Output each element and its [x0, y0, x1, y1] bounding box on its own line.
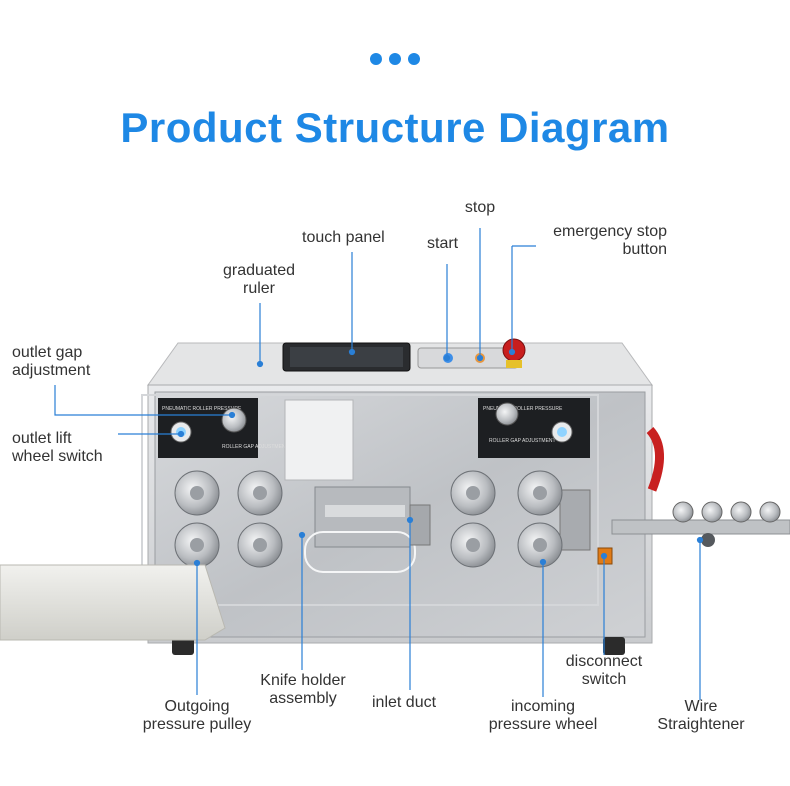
left-control-plate: PNEUMATIC ROLLER PRESSURE ROLLER GAP ADJ…	[158, 398, 289, 458]
label-disconnect-line1: disconnect	[565, 653, 643, 670]
left-plate-sub: ROLLER GAP ADJUSTMENT	[222, 444, 289, 450]
foot	[603, 637, 625, 655]
dot	[408, 53, 420, 65]
right-plate-text: PNEUMATIC ROLLER PRESSURE	[483, 406, 563, 412]
label-emergency-stop-line1: emergency stop	[553, 223, 667, 240]
label-outlet-lift-line1: outlet lift	[12, 430, 72, 447]
outlet-tray	[0, 564, 226, 641]
label-emergency-stop-line2: button	[622, 241, 667, 258]
dot	[389, 53, 401, 65]
acrylic-cover	[141, 394, 599, 606]
outgoing-rollers	[174, 470, 283, 568]
label-disconnect-switch: disconnect switch	[548, 653, 660, 689]
knife-guard	[284, 399, 354, 481]
label-start: start	[427, 235, 459, 252]
label-disconnect-line2: switch	[581, 671, 627, 688]
label-outlet-gap-line2: adjustment	[12, 362, 91, 379]
dot	[370, 53, 382, 65]
roller-gap-knob-icon[interactable]	[221, 407, 247, 433]
label-knife-holder-line1: Knife holder	[260, 672, 346, 689]
label-outlet-lift-line2: wheel switch	[12, 448, 103, 465]
label-incoming-wheel: incoming pressure wheel	[470, 698, 616, 734]
label-stop: stop	[464, 199, 496, 216]
label-incoming-line1: incoming	[510, 698, 576, 715]
label-knife-holder-line2: assembly	[269, 690, 337, 707]
label-inlet-duct: inlet duct	[372, 694, 437, 711]
right-control-plate: PNEUMATIC ROLLER PRESSURE ROLLER GAP ADJ…	[478, 398, 590, 458]
left-plate-text: PNEUMATIC ROLLER PRESSURE	[162, 406, 242, 412]
label-touch-panel: touch panel	[302, 229, 385, 246]
label-wire-line1: Wire	[684, 698, 718, 715]
label-outlet-gap-line1: outlet gap	[12, 344, 83, 361]
label-outlet-gap: outlet gap adjustment	[12, 344, 90, 380]
foot	[172, 637, 194, 655]
label-outgoing-line2: pressure pulley	[142, 716, 252, 733]
label-emergency-stop: emergency stop button	[520, 223, 667, 259]
label-wire-straightener: Wire Straightener	[640, 698, 762, 734]
label-graduated-ruler-line2: ruler	[242, 280, 275, 297]
right-gap-knob-icon[interactable]	[495, 402, 519, 426]
label-graduated-ruler: graduated ruler	[205, 262, 313, 298]
incoming-rollers	[450, 470, 563, 568]
page-title: Product Structure Diagram	[120, 104, 670, 151]
label-outgoing-line1: Outgoing	[164, 698, 230, 715]
label-incoming-line2: pressure wheel	[488, 716, 598, 733]
leader-lines	[54, 228, 704, 700]
decorative-dots	[370, 53, 420, 65]
label-outlet-lift: outlet lift wheel switch	[12, 430, 103, 466]
right-plate-sub: ROLLER GAP ADJUSTMENT	[489, 438, 556, 444]
wire-straightener	[611, 501, 790, 547]
label-graduated-ruler-line1: graduated	[222, 262, 296, 279]
label-knife-holder: Knife holder assembly	[240, 672, 366, 708]
label-outgoing-pulley: Outgoing pressure pulley	[124, 698, 270, 734]
label-wire-line2: Straightener	[657, 716, 745, 733]
